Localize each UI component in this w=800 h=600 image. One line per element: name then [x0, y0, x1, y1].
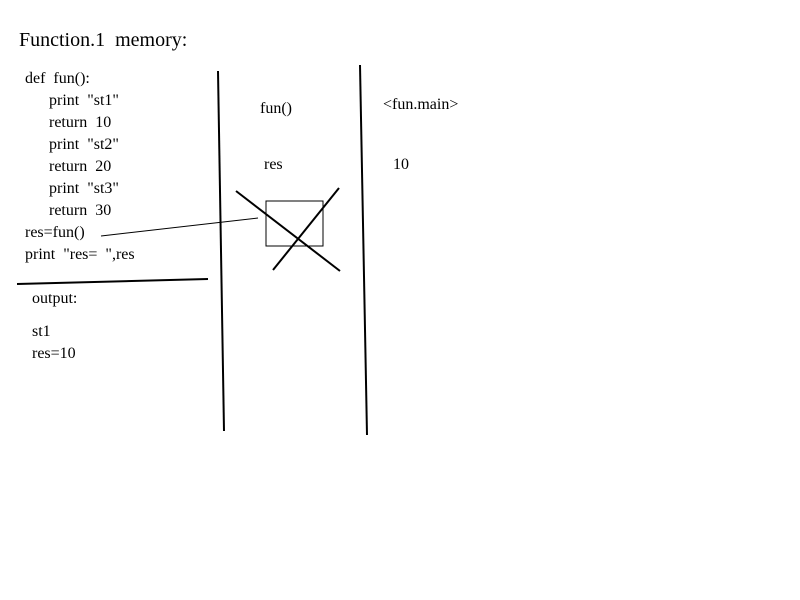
variable-label: res	[264, 156, 283, 173]
code-line: res=fun()	[25, 224, 85, 241]
frame-label: fun()	[260, 100, 292, 117]
output-label: output:	[32, 290, 78, 307]
code-line: return 30	[25, 202, 112, 219]
output-separator	[16, 278, 209, 285]
pointer-line	[100, 217, 259, 237]
code-line: print "st2"	[25, 136, 119, 153]
cross-out-line	[235, 190, 341, 272]
code-line: return 20	[25, 158, 112, 175]
code-line: print "res= ",res	[25, 246, 135, 263]
output-line: res=10	[32, 345, 76, 362]
output-line: st1	[32, 323, 51, 340]
code-line: print "st1"	[25, 92, 119, 109]
divider-line-right	[359, 64, 368, 436]
code-line: def fun():	[25, 70, 90, 87]
main-frame-label: <fun.main>	[383, 96, 459, 113]
code-line: return 10	[25, 114, 112, 131]
diagram-title: Function.1 memory:	[19, 29, 188, 51]
variable-box	[265, 200, 324, 247]
code-line: print "st3"	[25, 180, 119, 197]
return-value: 10	[393, 156, 409, 173]
divider-line-left	[217, 70, 225, 432]
cross-out-line	[272, 187, 340, 271]
